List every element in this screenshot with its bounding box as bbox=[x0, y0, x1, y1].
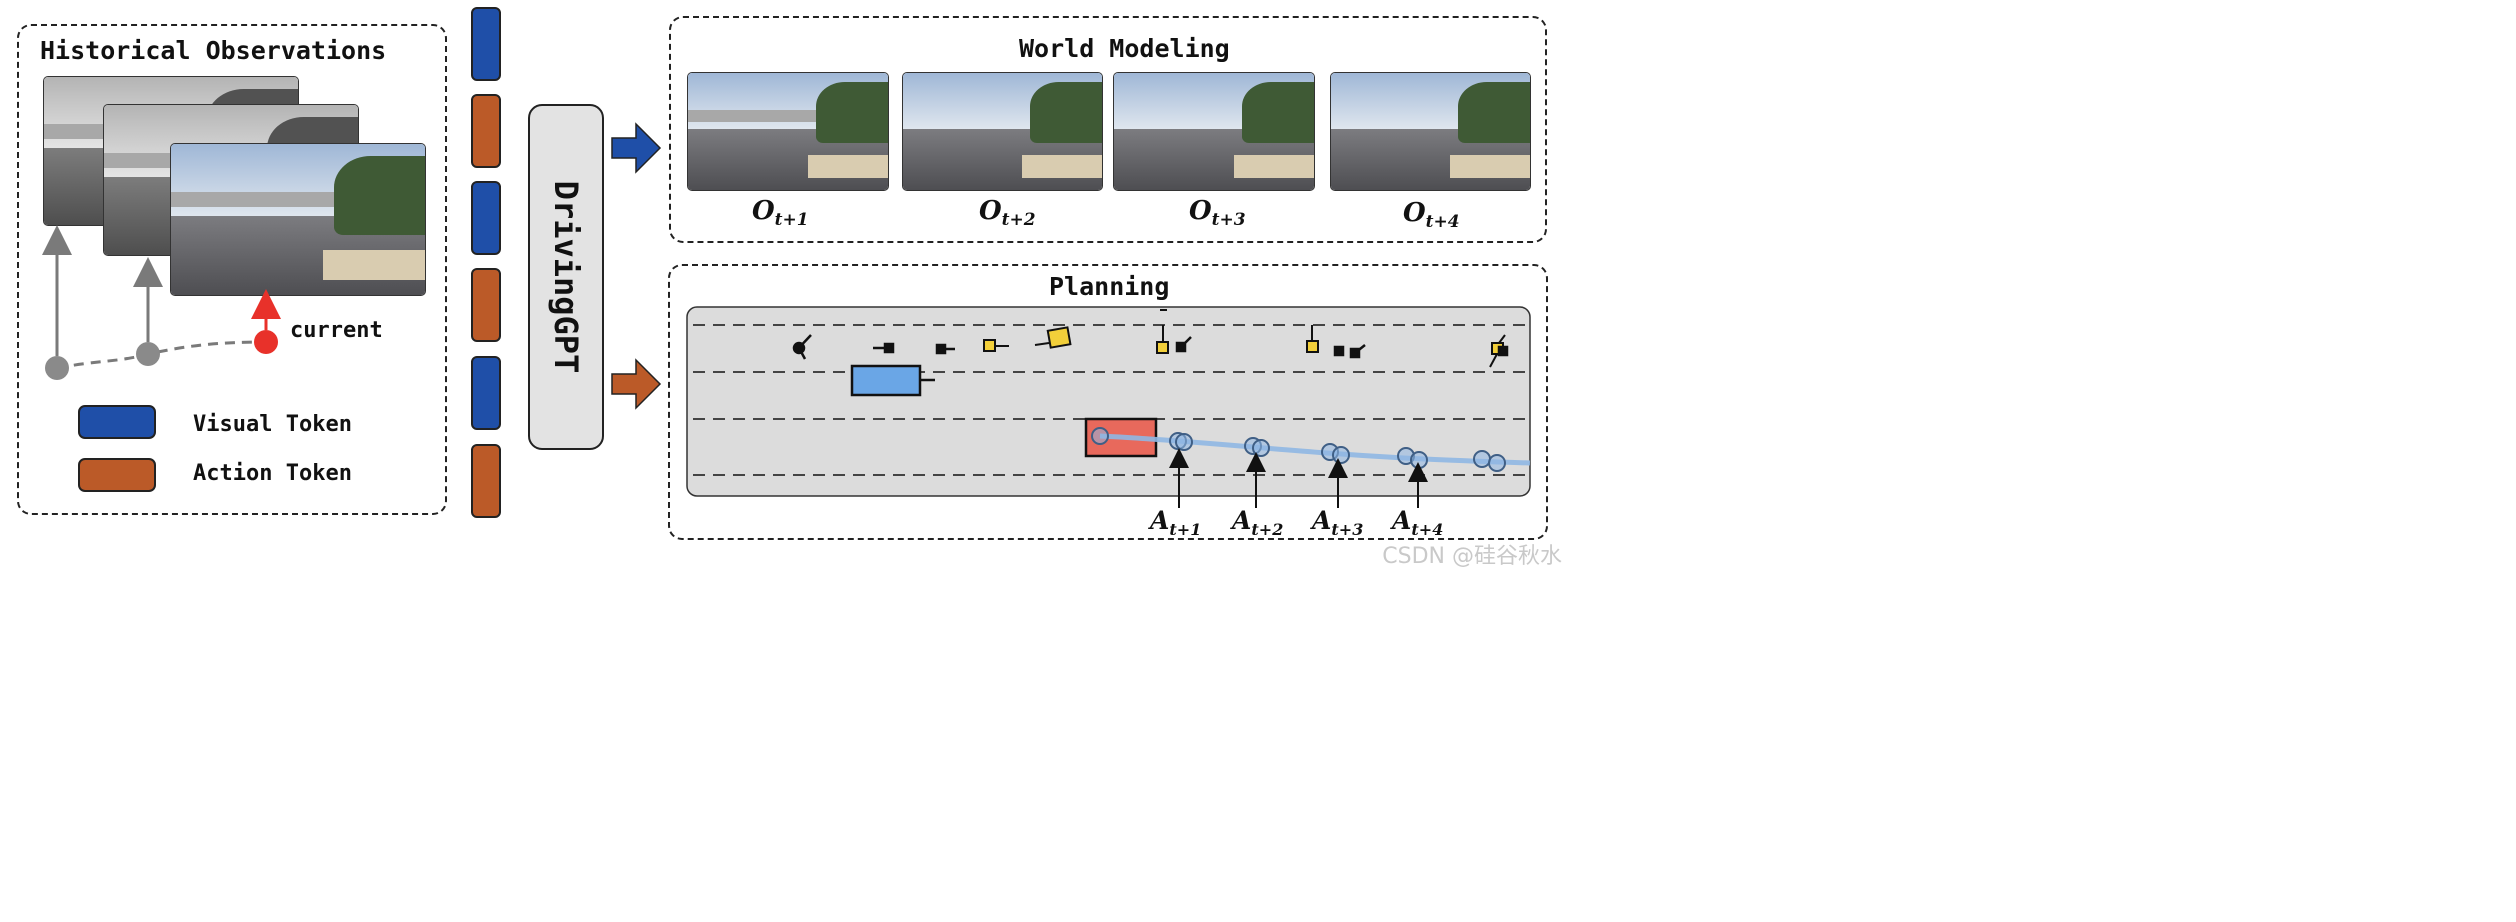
frame-label-1: Ot+1 bbox=[752, 196, 809, 230]
current-frame bbox=[170, 143, 426, 296]
legend-action-token-label: Action Token bbox=[193, 461, 352, 486]
predicted-frame-1 bbox=[687, 72, 889, 191]
legend-visual-token-swatch bbox=[78, 405, 156, 439]
predicted-frame-2 bbox=[902, 72, 1103, 191]
visual-token-1 bbox=[471, 7, 501, 81]
action-token-4 bbox=[471, 268, 501, 342]
black-agents bbox=[1175, 336, 1509, 359]
current-label: current bbox=[290, 318, 383, 343]
action-label-4: At+4 bbox=[1392, 506, 1444, 539]
planning-title: Planning bbox=[1049, 272, 1170, 301]
action-arrows bbox=[1169, 448, 1428, 508]
current-point bbox=[254, 330, 278, 354]
visual-token-5 bbox=[471, 356, 501, 430]
drivinggpt-box bbox=[528, 104, 604, 450]
visual-token-3 bbox=[471, 181, 501, 255]
action-token-2 bbox=[471, 94, 501, 168]
history-point-1 bbox=[45, 356, 69, 380]
watermark: CSDN @硅谷秋水 bbox=[1382, 544, 1562, 569]
action-label-1: At+1 bbox=[1150, 506, 1202, 539]
arrow-to-planning bbox=[611, 358, 662, 410]
bev-background bbox=[686, 306, 1531, 497]
action-token-6 bbox=[471, 444, 501, 518]
world-modeling-title: World Modeling bbox=[1019, 34, 1230, 63]
bev-map bbox=[686, 306, 1531, 497]
arrow-to-world-modeling bbox=[611, 122, 662, 174]
legend-action-token-swatch bbox=[78, 458, 156, 492]
predicted-frame-3 bbox=[1113, 72, 1315, 191]
other-vehicle bbox=[850, 364, 935, 397]
frame-label-3: Ot+3 bbox=[1189, 196, 1246, 230]
legend-visual-token-label: Visual Token bbox=[193, 412, 352, 437]
historical-observations-title: Historical Observations bbox=[40, 36, 387, 65]
action-label-2: At+2 bbox=[1232, 506, 1284, 539]
history-point-2 bbox=[136, 342, 160, 366]
action-label-3: At+3 bbox=[1312, 506, 1364, 539]
predicted-frame-4 bbox=[1330, 72, 1531, 191]
frame-label-2: Ot+2 bbox=[979, 196, 1036, 230]
agent-group bbox=[792, 334, 955, 360]
frame-label-4: Ot+4 bbox=[1403, 198, 1460, 232]
output-arrows bbox=[611, 122, 662, 410]
history-trajectory bbox=[42, 225, 281, 380]
